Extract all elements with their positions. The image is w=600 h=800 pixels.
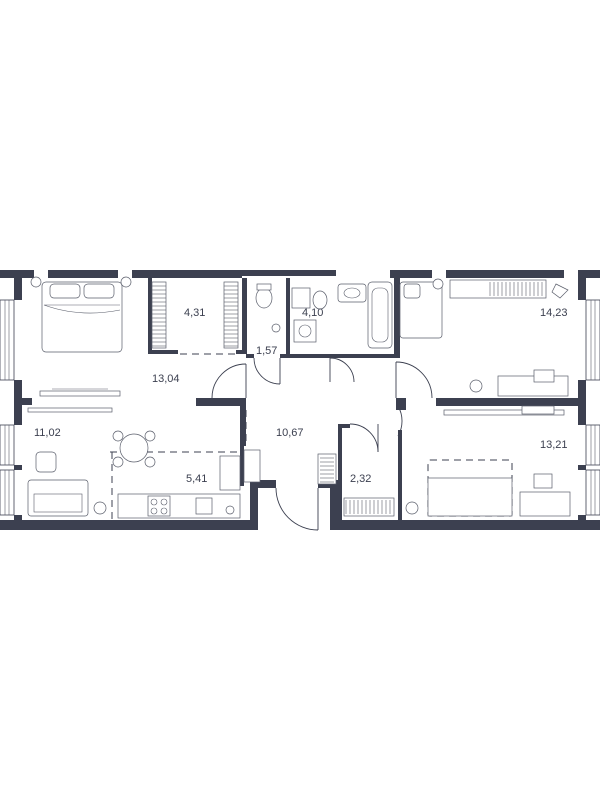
storage-shelves bbox=[317, 453, 395, 517]
tv-stand bbox=[39, 390, 121, 397]
kitchen-furniture bbox=[117, 449, 261, 519]
chair-icon bbox=[112, 430, 124, 442]
window-right-middle bbox=[585, 424, 600, 466]
room-area-wardrobe-left: 4,31 bbox=[184, 307, 205, 319]
chair-icon bbox=[144, 430, 156, 442]
chair-icon bbox=[533, 369, 555, 383]
sofa bbox=[27, 479, 89, 517]
room-area-bedroom-right-lower: 13,21 bbox=[540, 439, 568, 451]
door-bedroom-right bbox=[395, 361, 433, 399]
basket-icon bbox=[35, 451, 57, 473]
tv-stand bbox=[443, 409, 565, 416]
room-area-living-room: 11,02 bbox=[34, 427, 61, 439]
lamp-icon bbox=[432, 278, 444, 290]
stove-icon bbox=[147, 495, 171, 517]
living-room-furniture bbox=[27, 407, 156, 517]
chair-icon bbox=[144, 456, 156, 468]
wardrobe-left-shelves bbox=[151, 281, 239, 349]
window-left-top bbox=[0, 299, 15, 381]
bathtub-icon bbox=[367, 281, 393, 349]
door-bedroom-left bbox=[211, 363, 247, 399]
windows bbox=[0, 299, 600, 516]
door-bedroom-right-lower bbox=[397, 405, 403, 437]
room-area-bedroom-right: 14,23 bbox=[540, 307, 568, 319]
window-left-middle bbox=[0, 424, 15, 466]
double-bed bbox=[41, 281, 123, 353]
nightstand-lamp-icon bbox=[120, 276, 132, 288]
washing-machine-icon bbox=[293, 319, 317, 343]
dining-table bbox=[119, 433, 149, 463]
room-area-bathroom: 4,10 bbox=[302, 307, 323, 319]
plant-icon bbox=[93, 501, 107, 515]
zone-lines bbox=[110, 353, 247, 520]
bathroom-fixtures bbox=[255, 281, 393, 349]
room-area-storage: 2,32 bbox=[350, 473, 371, 485]
coat-rack bbox=[243, 449, 261, 483]
door-bathroom bbox=[329, 357, 355, 383]
room-area-kitchen: 5,41 bbox=[186, 473, 207, 485]
walls bbox=[0, 270, 600, 530]
radiator-icon bbox=[521, 405, 555, 415]
plant-icon bbox=[551, 283, 569, 299]
fridge bbox=[219, 455, 241, 491]
window-right-bottom bbox=[585, 469, 600, 516]
bedroom-right-furniture bbox=[399, 278, 569, 397]
chair-icon bbox=[533, 473, 553, 489]
door-storage bbox=[349, 423, 379, 453]
window-right-top bbox=[585, 299, 600, 381]
room-labels: 13,04 4,31 1,57 4,10 14,23 11,02 5,41 10… bbox=[34, 307, 568, 485]
room-area-toilet: 1,57 bbox=[256, 345, 277, 357]
bedroom-lower-right-furniture bbox=[405, 405, 571, 517]
toys-icon bbox=[469, 379, 483, 393]
desk bbox=[497, 375, 569, 397]
plant-icon bbox=[405, 501, 419, 515]
room-area-bedroom-left: 13,04 bbox=[152, 373, 180, 385]
window-left-bottom bbox=[0, 469, 15, 516]
sink-small-icon bbox=[271, 323, 281, 333]
toilet-icon bbox=[255, 287, 273, 309]
washbasin-icon bbox=[337, 283, 367, 303]
kitchen-counter bbox=[117, 493, 241, 519]
washing-machine-icon bbox=[291, 287, 311, 309]
door-entrance bbox=[275, 487, 319, 531]
chair-icon bbox=[112, 456, 124, 468]
door-toilet bbox=[253, 357, 281, 385]
doors bbox=[211, 357, 433, 531]
toilet-icon bbox=[312, 290, 328, 310]
plant-icon bbox=[225, 505, 235, 515]
shelf bbox=[27, 407, 113, 413]
bedroom-left-furniture bbox=[30, 276, 132, 397]
room-area-hallway: 10,67 bbox=[276, 427, 304, 439]
kitchen-sink-icon bbox=[195, 497, 213, 515]
desk bbox=[519, 491, 571, 517]
sofa-bed bbox=[427, 477, 513, 517]
nightstand-lamp-icon bbox=[30, 276, 42, 288]
